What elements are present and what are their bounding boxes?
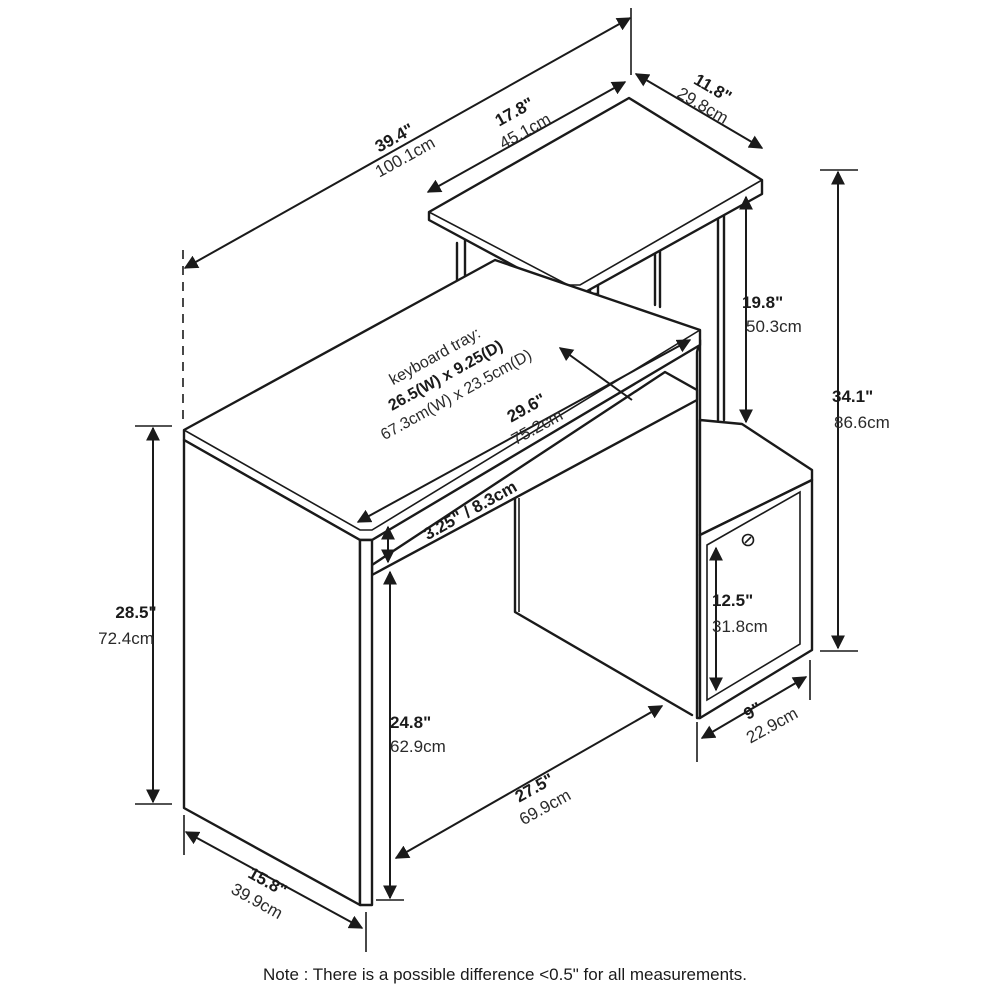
cabinet-side bbox=[698, 478, 814, 720]
desk-height-metric: 72.4cm bbox=[98, 629, 154, 648]
knee-width-arrow bbox=[394, 705, 664, 859]
measurement-note: Note : There is a possible difference <0… bbox=[263, 965, 747, 984]
back-panel bbox=[513, 496, 694, 717]
desk-depth-arrow bbox=[184, 831, 364, 929]
left-panel-edge bbox=[358, 538, 374, 907]
cabinet-knob bbox=[741, 533, 755, 547]
keyboard-tray-pointer bbox=[558, 347, 633, 401]
overall-width-arrow bbox=[183, 17, 632, 269]
cabinet-top bbox=[698, 418, 814, 537]
cabinet-height-imperial: 12.5" bbox=[712, 591, 753, 610]
shelf-width-arrow bbox=[426, 81, 627, 193]
shelf-clearance-imperial: 19.8" bbox=[742, 293, 783, 312]
cabinet-door bbox=[706, 490, 801, 702]
shelf-clearance-metric: 50.3cm bbox=[746, 317, 802, 336]
desk-height-imperial: 28.5" bbox=[115, 603, 156, 622]
overall-height-imperial: 34.1" bbox=[832, 387, 873, 406]
desk-width-arrow bbox=[356, 339, 692, 523]
overall-height-metric: 86.6cm bbox=[834, 413, 890, 432]
knee-height-metric: 62.9cm bbox=[390, 737, 446, 756]
dimension-lines bbox=[135, 8, 858, 952]
shelf-depth-arrow bbox=[634, 73, 764, 149]
tower-post bbox=[716, 205, 726, 422]
upper-shelf bbox=[427, 96, 764, 297]
cabinet-knob-mark bbox=[744, 536, 752, 544]
cabinet-height-metric: 31.8cm bbox=[712, 617, 768, 636]
cabinet-width-arrow bbox=[700, 676, 808, 739]
knee-height-imperial: 24.8" bbox=[390, 713, 431, 732]
